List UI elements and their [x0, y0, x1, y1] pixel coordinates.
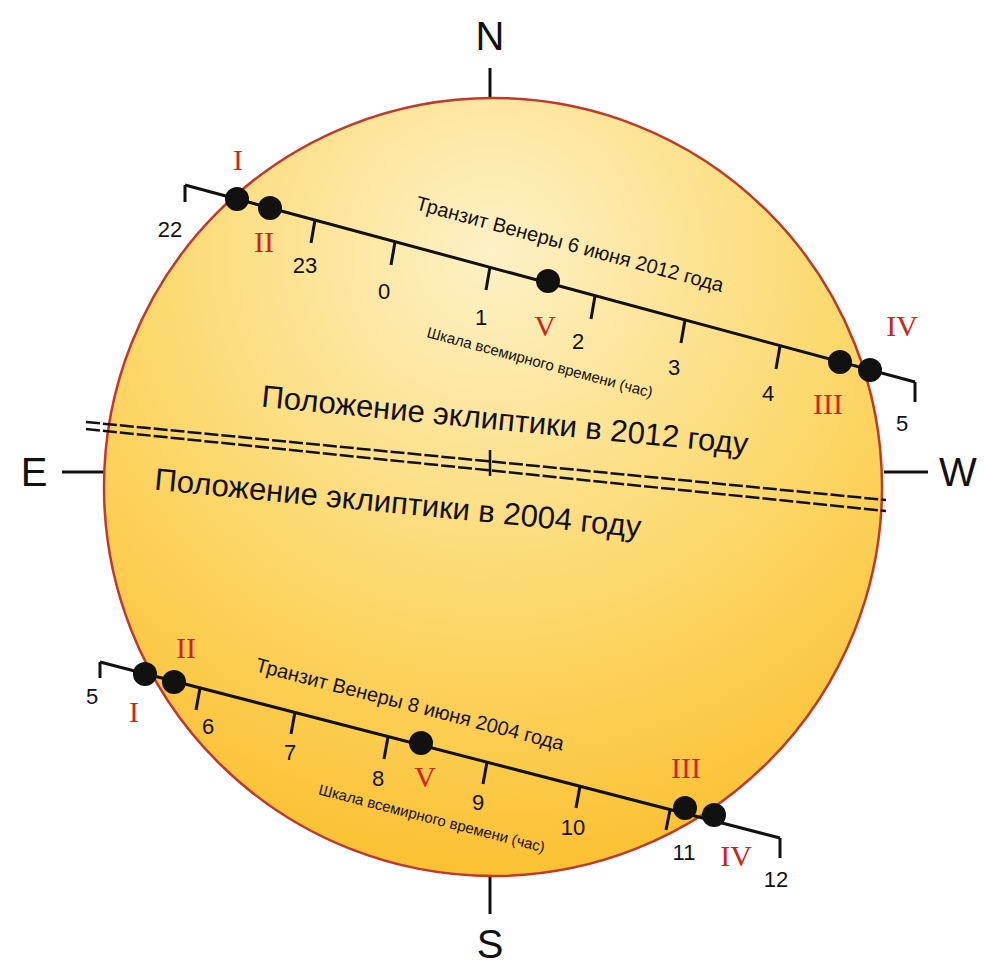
contact-number: III [813, 389, 843, 419]
hour-number: 9 [472, 792, 484, 814]
contact-number: IV [720, 841, 752, 871]
ecliptic-label: Положение эклиптики в 2012 году [260, 381, 749, 460]
compass-label: N [476, 16, 505, 56]
contacts-2004 [133, 662, 726, 827]
contact-number: I [129, 697, 139, 727]
contact-number: IV [886, 311, 918, 341]
hour-number: 1 [475, 307, 487, 329]
center-mark [489, 450, 492, 476]
hour-number: 5 [896, 413, 908, 435]
contact-number: II [254, 227, 274, 257]
hour-number: 23 [293, 255, 317, 277]
ecliptic-label: Положение эклиптики в 2004 году [153, 464, 642, 543]
contact-number: V [534, 311, 556, 341]
transit-title: Транзит Венеры 8 июня 2004 года [254, 655, 567, 754]
transit-title: Транзит Венеры 6 июня 2012 года [414, 193, 726, 295]
compass-label: E [21, 452, 48, 492]
hour-number: 5 [86, 686, 98, 708]
compass-label: W [939, 452, 977, 492]
contacts-2012 [225, 187, 882, 382]
track-2012 [185, 185, 915, 402]
contact-number: II [176, 633, 196, 663]
contact-number: III [671, 753, 701, 783]
contact-number: V [414, 762, 436, 792]
hour-number: 11 [673, 842, 696, 864]
hour-number: 0 [378, 281, 390, 303]
hour-number: 10 [561, 817, 585, 839]
contact-number: I [233, 145, 243, 175]
hour-number: 22 [158, 219, 182, 241]
hour-number: 3 [668, 357, 680, 379]
hour-number: 7 [284, 742, 296, 764]
compass-lines [62, 68, 928, 914]
track-2004 [100, 662, 780, 858]
hour-number: 2 [572, 331, 584, 353]
hour-number: 8 [372, 768, 384, 790]
hour-number: 4 [762, 383, 774, 405]
scale-caption: Шкала всемирного времени (час) [317, 782, 546, 855]
compass-label: S [477, 924, 504, 964]
hour-number: 12 [764, 869, 788, 891]
hour-number: 6 [202, 716, 214, 738]
